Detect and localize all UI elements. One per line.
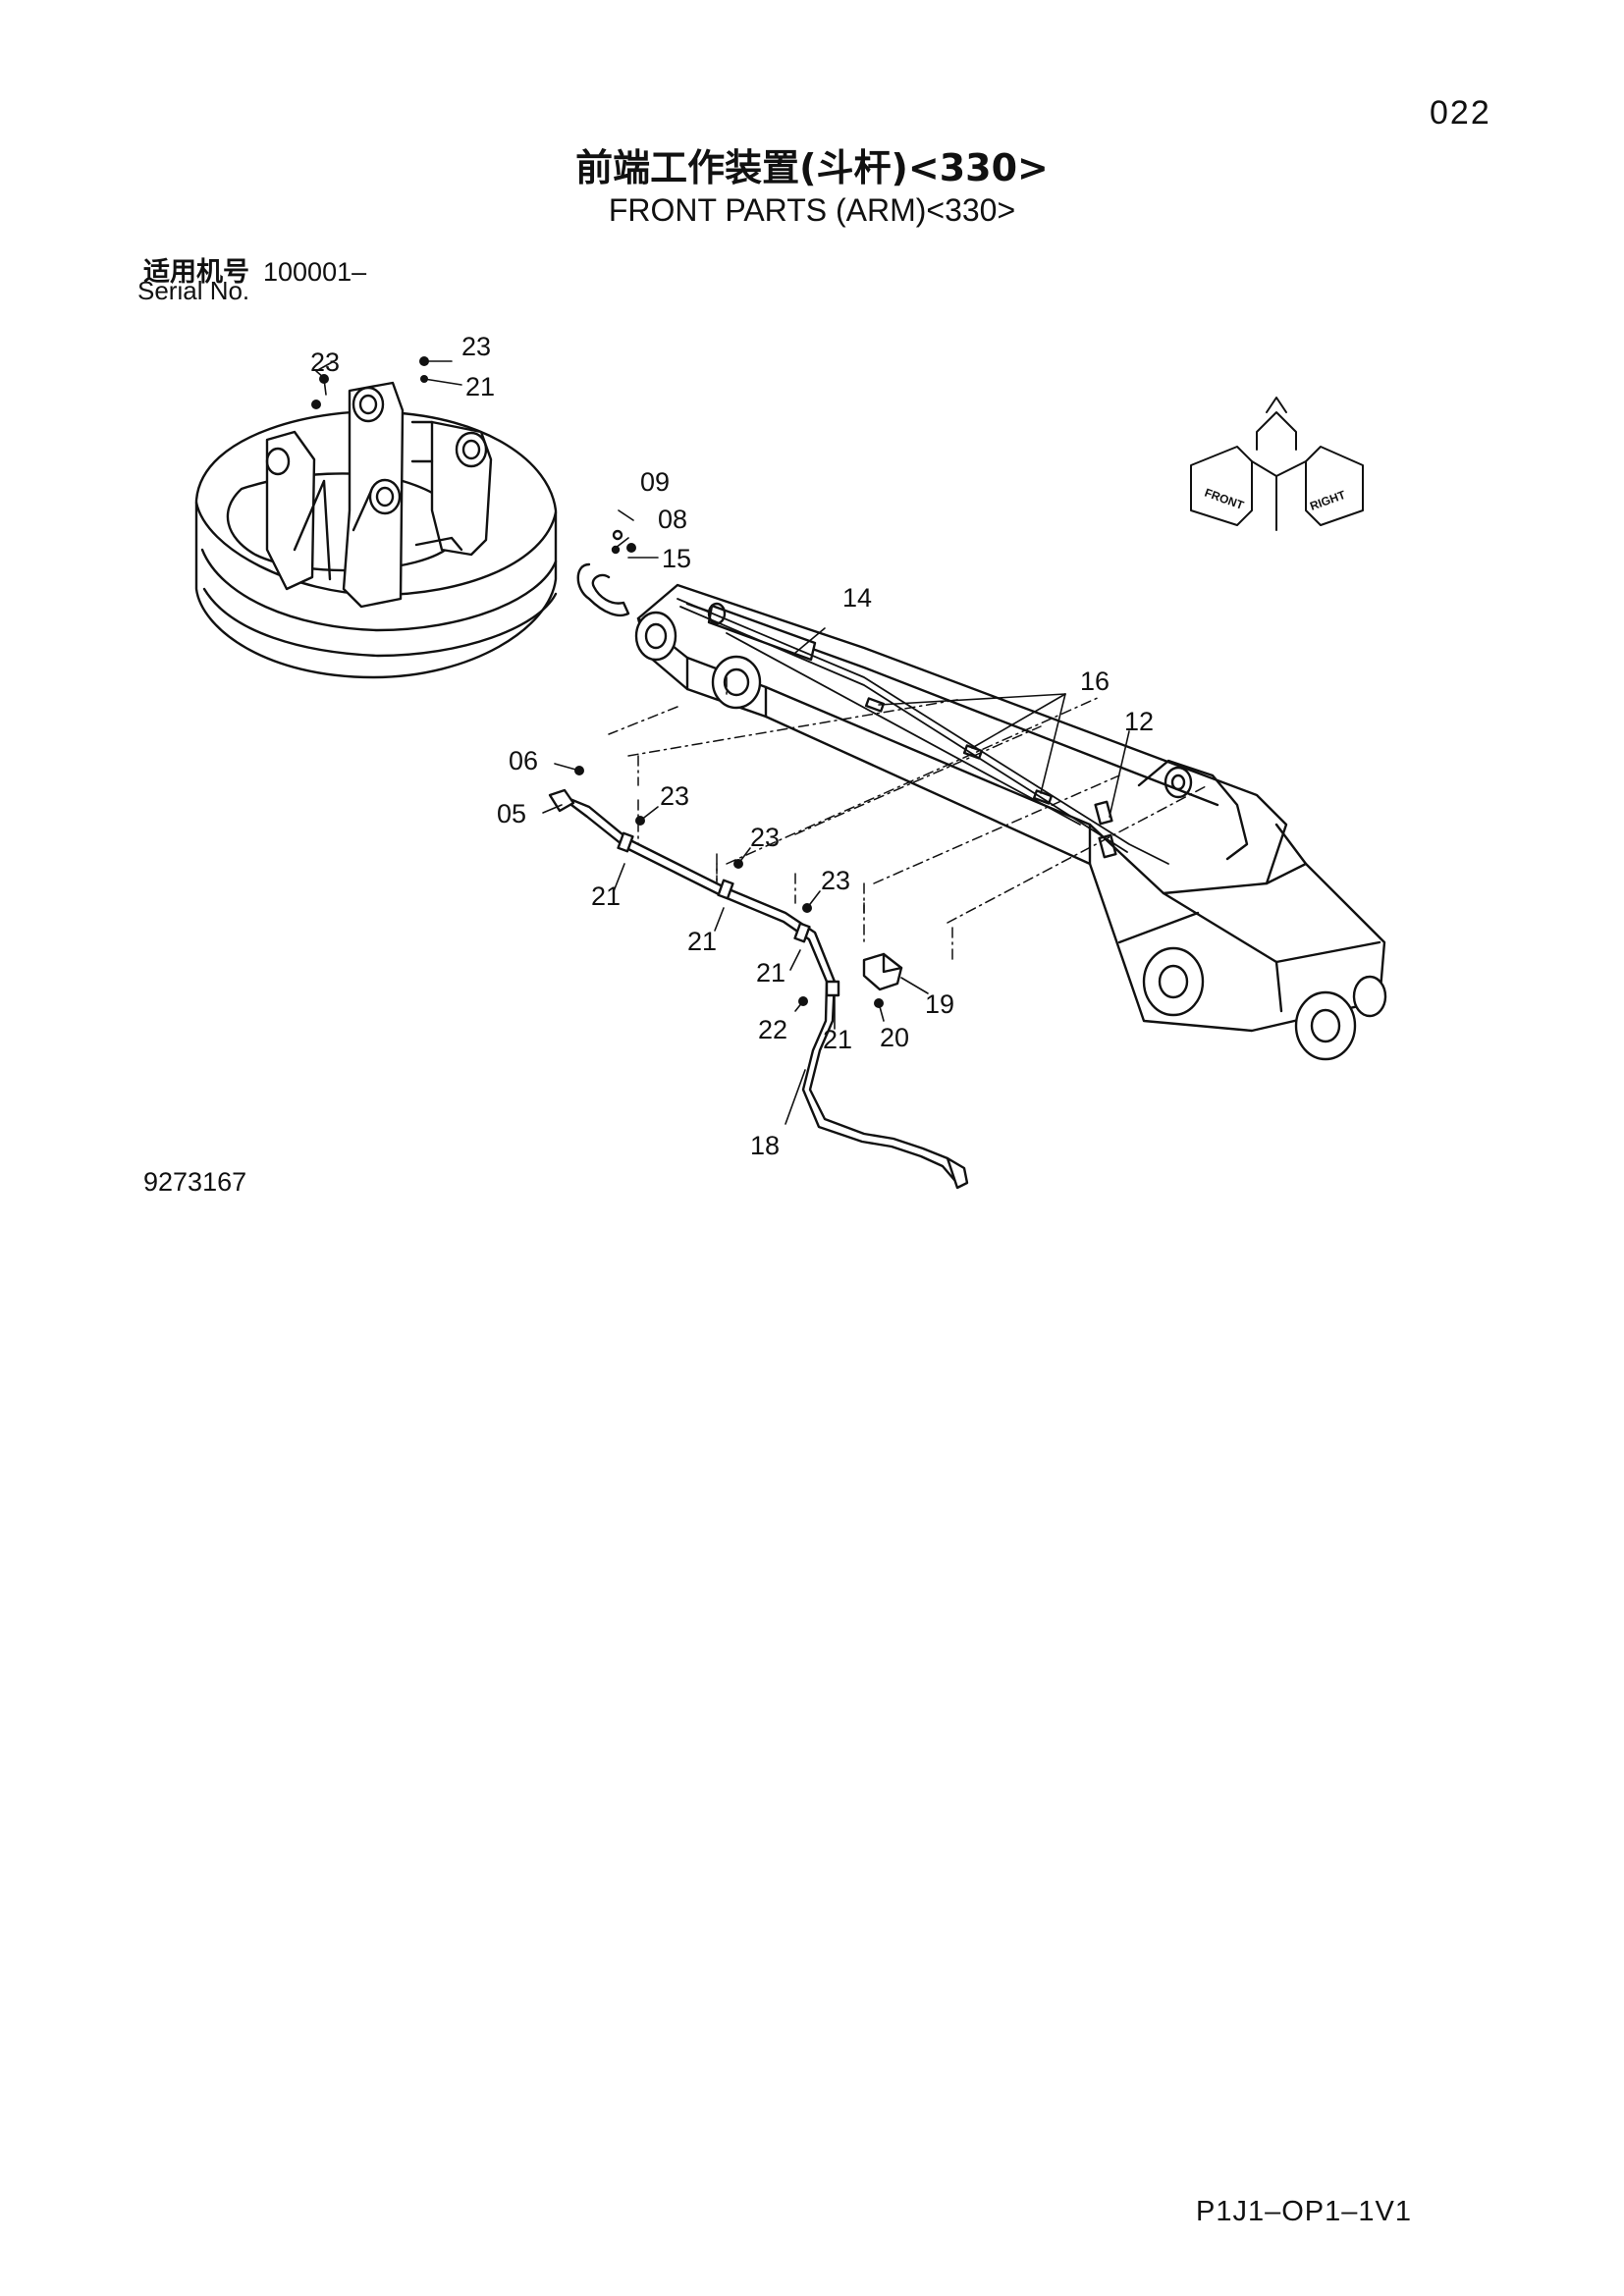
hose-assembly: [548, 788, 969, 1190]
page-title-english: FRONT PARTS (ARM)<330>: [608, 192, 1016, 228]
callout-16: 16: [1080, 667, 1110, 696]
callout-leaders: [315, 360, 1130, 1125]
callout-21-c: 21: [687, 927, 717, 956]
serial-range: 100001–: [263, 257, 367, 287]
page-title-chinese: 前端工作装置(斗杆)<330>: [575, 146, 1049, 189]
callout-05: 05: [497, 799, 526, 828]
callout-21-d: 21: [756, 958, 785, 988]
callout-06: 06: [509, 746, 538, 775]
hose-clamps: [617, 831, 840, 997]
page-number: 022: [1430, 94, 1491, 132]
callout-22: 22: [758, 1015, 787, 1044]
callout-21-b: 21: [591, 881, 621, 911]
callout-15: 15: [662, 544, 691, 573]
callout-08: 08: [658, 505, 687, 534]
callout-21-e: 21: [823, 1025, 852, 1054]
callout-23-d: 23: [750, 823, 780, 852]
serial-label-cn-text: 适用机号: [143, 257, 249, 288]
callout-23-e: 23: [821, 866, 850, 895]
lube-hoses: [677, 598, 1169, 865]
callout-12: 12: [1124, 707, 1154, 736]
callout-18: 18: [750, 1131, 780, 1160]
block-19: [862, 952, 903, 991]
bracket-plates: [265, 381, 493, 609]
page-code: P1J1–OP1–1V1: [1196, 2196, 1412, 2227]
serial-label-chinese: 适用机号 100001–: [143, 250, 366, 289]
arm-body: [634, 583, 1387, 1061]
callout-21-a: 21: [465, 372, 495, 401]
bolt-dots: [311, 356, 884, 1008]
orientation-compass-icon: [1190, 397, 1364, 531]
callout-23-b: 23: [461, 332, 491, 361]
leader-lines: [608, 676, 1209, 963]
callout-20: 20: [880, 1023, 909, 1052]
drawing-number: 9273167: [143, 1167, 247, 1197]
serial-label-english: Serial No.: [137, 276, 250, 305]
callout-19: 19: [925, 989, 954, 1019]
callout-23-c: 23: [660, 781, 689, 811]
callout-14: 14: [842, 583, 872, 613]
callout-09: 09: [640, 467, 670, 497]
callout-23-a: 23: [310, 347, 340, 377]
